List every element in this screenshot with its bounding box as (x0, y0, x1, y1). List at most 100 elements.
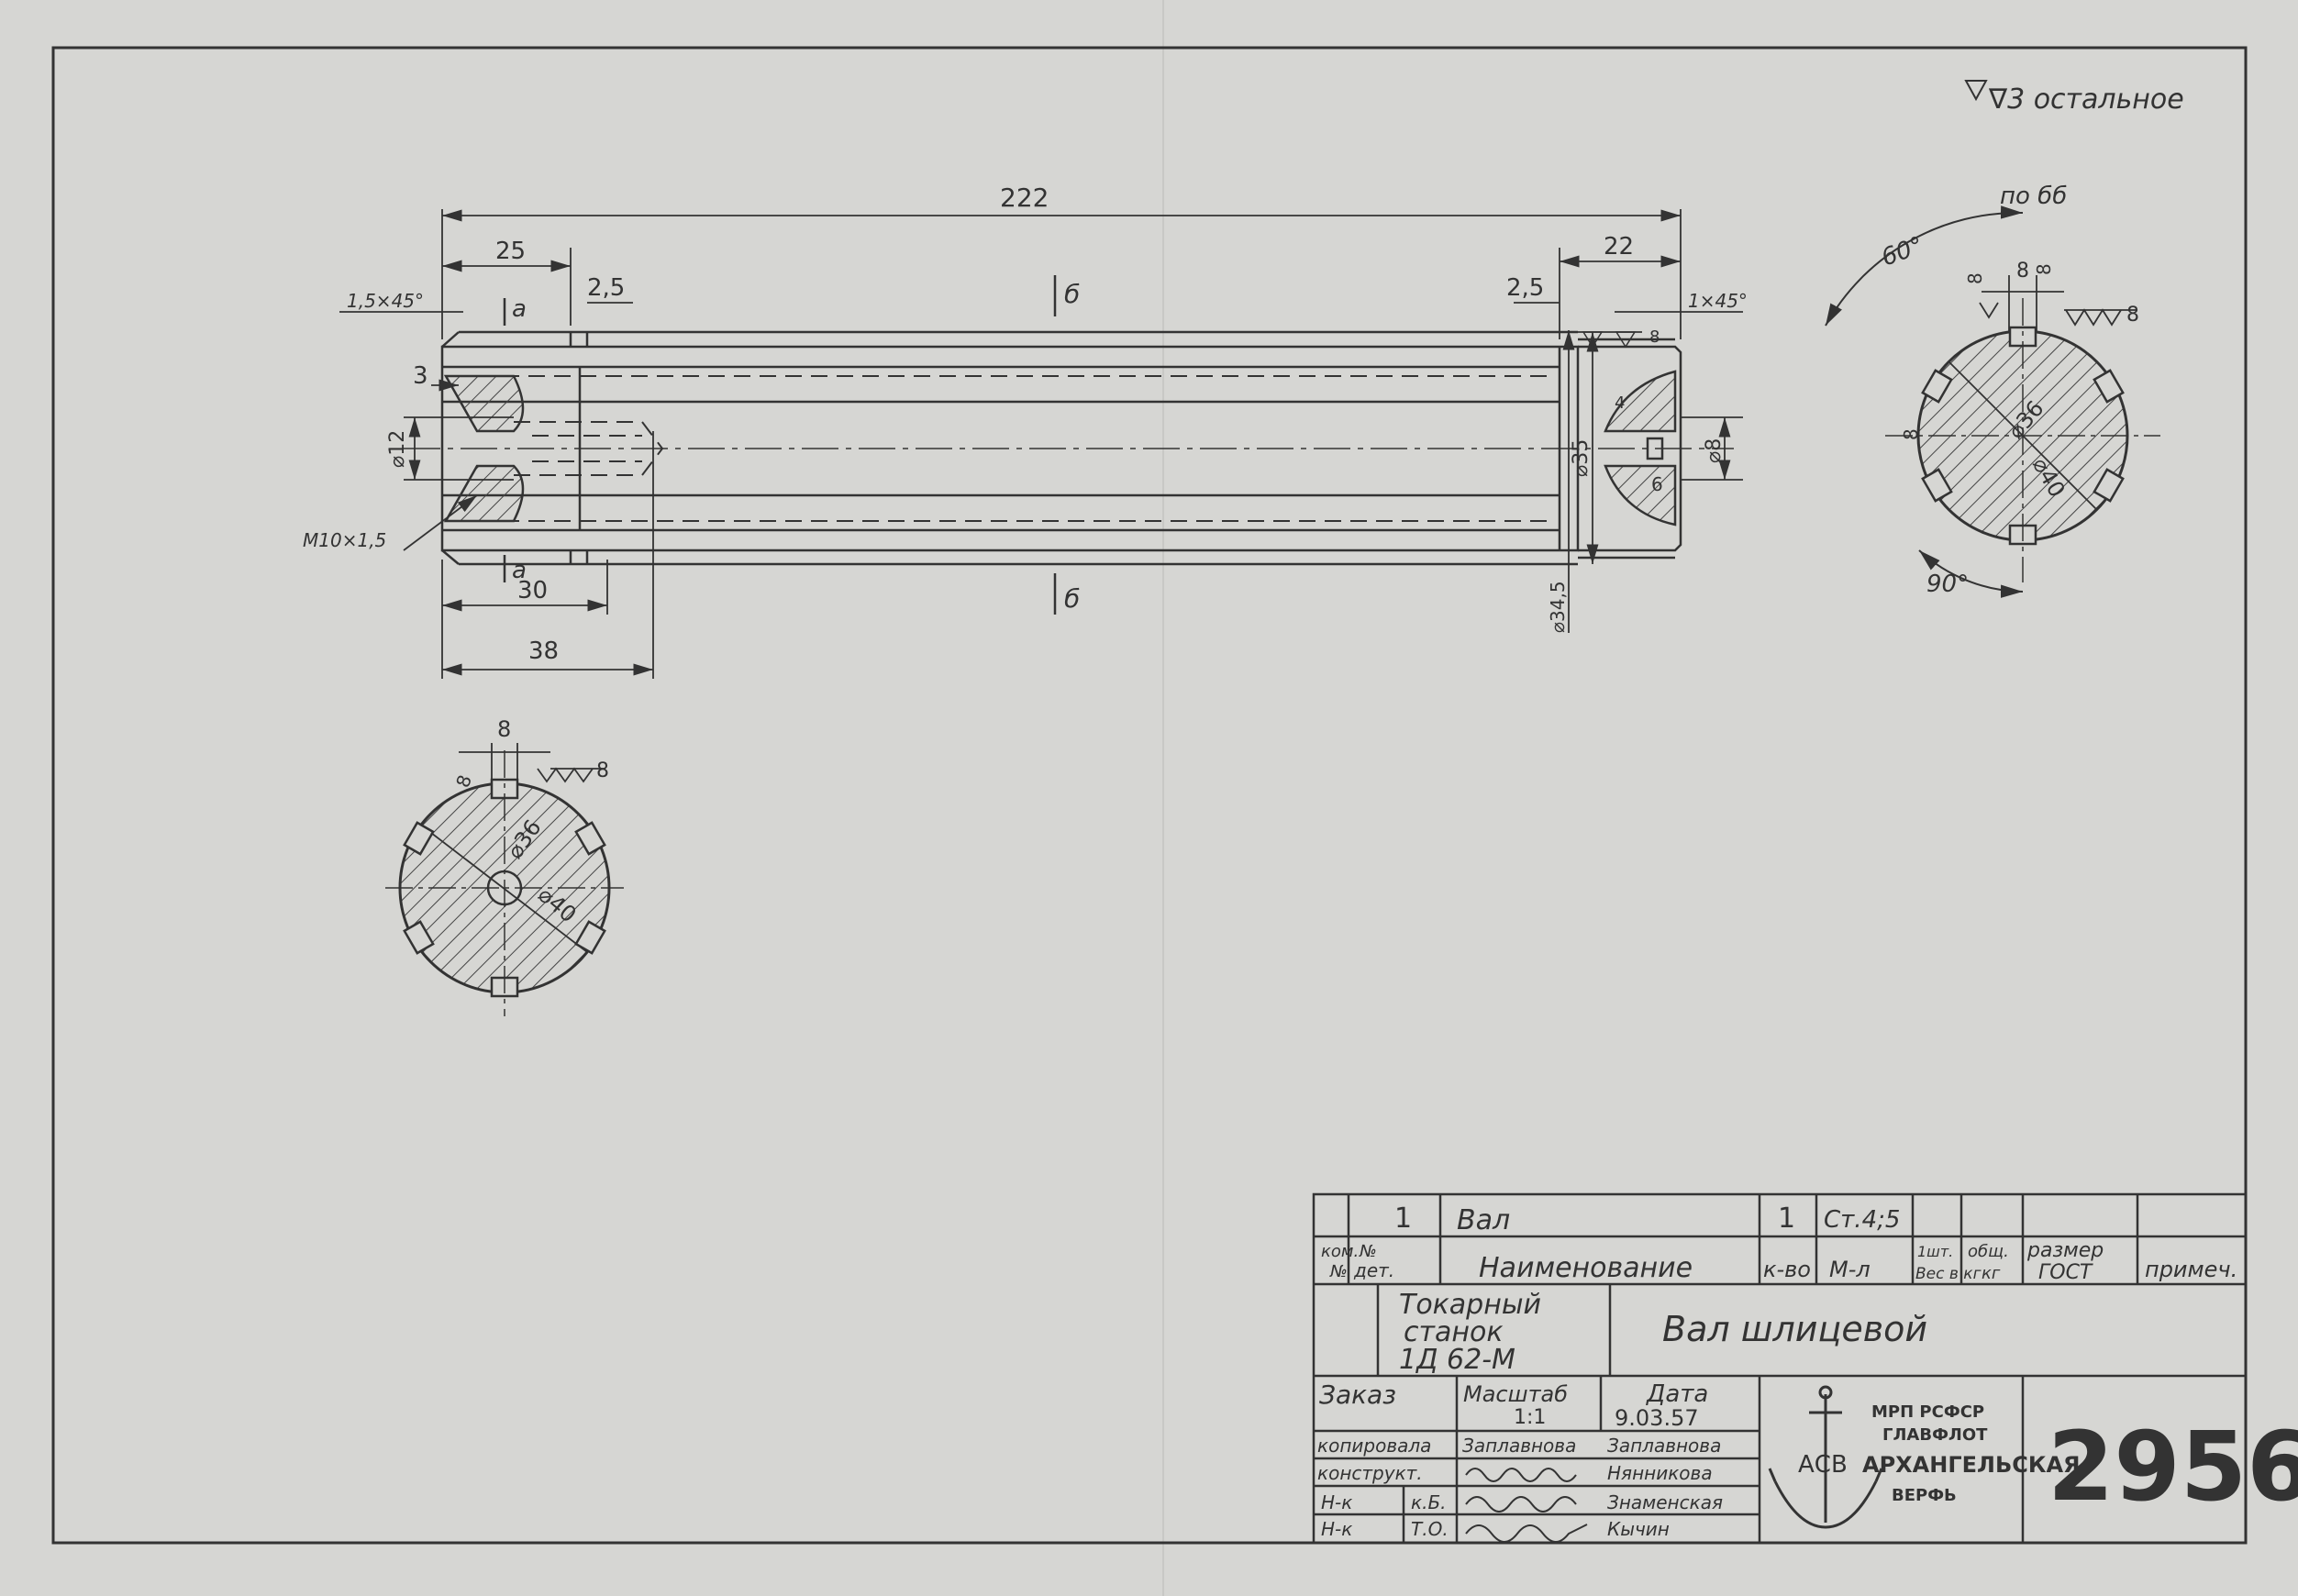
roughness-8-right-text: 8 (1649, 327, 1660, 347)
main-dimension-text: 222 25 2,5 2,5 22 1,5×45° 1×45° 3 30 38 … (303, 183, 1748, 665)
org-line-2: ГЛАВФЛОТ (1882, 1425, 1988, 1445)
dia-35-text: ⌀35 (1570, 439, 1593, 477)
angle-90-text: 90° (1926, 571, 1969, 598)
tb-h-kom-no: № (1329, 1262, 1348, 1281)
org-line-3: АРХАНГЕЛЬСКАЯ (1862, 1452, 2081, 1478)
angle-60-arc (1825, 205, 2024, 327)
chamfer-right-text: 1×45° (1688, 290, 1748, 312)
tb-sig-copy: Заплавнова (1462, 1435, 1576, 1457)
dim-30-text: 30 (517, 577, 548, 604)
title-block (1312, 1192, 2248, 1545)
section-a-bottom-label: a (512, 557, 527, 584)
chamfer-left-text: 1,5×45° (347, 290, 424, 312)
dim-25-text: 25 (495, 238, 526, 265)
main-view (404, 330, 1734, 566)
shipyard-logo-icon (1768, 1385, 1883, 1529)
surface-finish-note: ∇3 остальное (1964, 80, 2184, 116)
sheet-border (51, 46, 2248, 1545)
section-aa-slot-8-text: 8 (451, 772, 476, 791)
hidden-lines (477, 375, 1550, 522)
tb-qty: 1 (1778, 1203, 1795, 1235)
tb-name-kb: Знаменская (1607, 1491, 1723, 1513)
left-hole-hatch-top (443, 374, 525, 433)
right-hole-hatch-top (1604, 370, 1677, 433)
tb-h-material: М-л (1829, 1257, 1871, 1282)
tb-role-design: конструкт. (1317, 1462, 1423, 1484)
dim-2-5-right-text: 2,5 (1506, 274, 1544, 302)
tb-scale-label: Масштаб (1463, 1381, 1568, 1407)
tb-h-note: примеч. (2145, 1257, 2237, 1282)
tb-h-det: дет. (1353, 1259, 1394, 1281)
tb-name-to: Кычин (1607, 1518, 1670, 1540)
right-centre-bore (1646, 437, 1664, 460)
title-block-text: 1 Вал 1 Ст.4;5 ком. № № дет. Наименовани… (1317, 1203, 2298, 1543)
tb-machine-2: станок (1404, 1316, 1503, 1348)
section-bb-roughness-text: 8 (2126, 304, 2139, 327)
tb-date: 9.03.57 (1615, 1405, 1699, 1431)
width-8b-text: 8 (2016, 260, 2029, 283)
tb-pos: 1 (1394, 1203, 1412, 1235)
width-8d-text: 8 (1900, 428, 1922, 440)
section-bb: по бб 60° 90° 8 8 8 8 8 ⌀36 ⌀40 (1825, 183, 2160, 598)
tb-h-gost: ГОСТ (2038, 1261, 2093, 1284)
roughness-symbol-icon (1964, 80, 1988, 102)
signature-design-icon (1465, 1468, 1577, 1482)
tb-name: Вал (1457, 1204, 1510, 1236)
section-aa: 8 8 8 ⌀36 ⌀40 (385, 716, 624, 1016)
tb-role-to: Н-к (1321, 1518, 1352, 1540)
tb-role-kb: Н-к (1321, 1491, 1352, 1513)
tb-part-title: Вал шлицевой (1662, 1309, 1927, 1349)
dim-222-text: 222 (1000, 183, 1049, 213)
tb-h-weight-unit: 1шт. (1917, 1243, 1953, 1260)
left-hole-hatch-bottom (443, 464, 525, 523)
logo-text: АСВ (1798, 1451, 1848, 1479)
section-aa-roughness-text: 8 (596, 759, 609, 782)
chamfer-left-bottom (441, 549, 460, 565)
tb-h-kom: ком. (1321, 1242, 1359, 1261)
width-8c-text: 8 (2033, 263, 2055, 275)
surface-note-text: ∇3 остальное (1988, 83, 2184, 116)
dia-34-5-text: ⌀34,5 (1547, 581, 1569, 633)
tb-h-size: размер (2026, 1239, 2104, 1262)
tb-h-weight-label: Вес в кг (1915, 1265, 1982, 1283)
drawing-number: 2956 (2048, 1411, 2298, 1523)
section-aa-width-8-text: 8 (497, 716, 511, 742)
main-dimensions (339, 209, 1743, 679)
tb-material: Ст.4;5 (1824, 1206, 1900, 1234)
tb-date-label: Дата (1646, 1380, 1708, 1408)
width-8a-text: 8 (1964, 272, 1986, 284)
tb-dept-kb: к.Б. (1411, 1491, 1447, 1513)
section-bb-title: по бб (2000, 183, 2067, 210)
tb-h-weight-total: общ. (1968, 1242, 2009, 1261)
tb-machine-1: Токарный (1399, 1289, 1541, 1321)
dim-22-text: 22 (1604, 233, 1634, 260)
org-line-4: ВЕРФЬ (1892, 1486, 1957, 1505)
org-line-1: МРП РСФСР (1871, 1402, 1984, 1422)
tb-h-weight-kg: кг (1982, 1264, 2001, 1283)
thread-leader (403, 494, 478, 551)
angle-60-text: 60° (1878, 232, 1927, 272)
angle-90-arc (1918, 549, 2024, 598)
tb-scale: 1:1 (1514, 1406, 1546, 1429)
tb-h-qty: к-во (1763, 1257, 1811, 1282)
tb-name-copy: Заплавнова (1607, 1435, 1721, 1457)
tb-name-design: Нянникова (1607, 1462, 1713, 1484)
section-a-top-label: a (512, 295, 527, 323)
tb-order-label: Заказ (1319, 1380, 1396, 1410)
tb-machine-3: 1Д 62-М (1399, 1344, 1515, 1376)
signature-to-icon (1465, 1524, 1588, 1543)
dim-3-text: 3 (413, 362, 428, 390)
dia-12-text: ⌀12 (386, 430, 409, 468)
tb-h-det-no: № (1359, 1242, 1377, 1261)
dim-2-5-left-text: 2,5 (587, 274, 625, 302)
thread-text: M10×1,5 (303, 529, 386, 551)
tb-role-copy: копировала (1317, 1435, 1431, 1457)
signature-kb-icon (1465, 1496, 1577, 1513)
dim-4-text: 4 (1615, 393, 1625, 413)
dim-38-text: 38 (528, 637, 559, 665)
right-hole-hatch-bottom (1604, 464, 1677, 526)
dia-8-text: ⌀8 (1703, 438, 1726, 463)
section-b-bottom-label: б (1064, 583, 1080, 614)
tb-dept-to: Т.О. (1411, 1518, 1449, 1540)
shaft-outline (440, 345, 1580, 552)
